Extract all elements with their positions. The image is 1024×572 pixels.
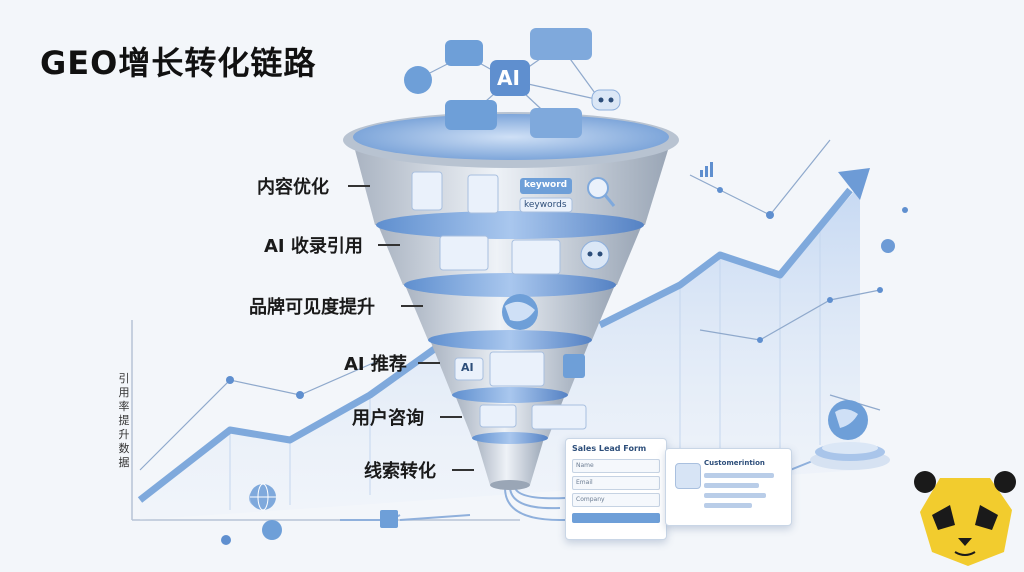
stage-label-user-inquiry: 用户咨询 [352, 408, 424, 429]
stage-connector [440, 416, 462, 418]
stage-label-ai-recommend: AI 推荐 [344, 354, 407, 375]
growth-line [137, 168, 870, 503]
ai-bubble-icon [490, 60, 530, 96]
stage-label-lead-conversion: 线索转化 [364, 461, 436, 482]
ai-bubble-text: AI [497, 66, 520, 90]
sales-lead-form: Sales Lead Form Name Email Company [565, 438, 667, 540]
chat-bubble-icons [404, 28, 592, 138]
form-title: Sales Lead Form [572, 444, 647, 453]
name-field: Name [572, 459, 660, 473]
stage4-icons [454, 351, 585, 387]
chart-axes [131, 320, 520, 521]
card-line [704, 493, 766, 498]
stage3-icons [502, 294, 538, 330]
panda-logo [914, 471, 1016, 566]
stage-label-brand-visibility: 品牌可见度提升 [249, 297, 375, 318]
stage-connector [348, 185, 370, 187]
card-line [704, 503, 752, 508]
stage-connector [378, 244, 400, 246]
stage-connector [418, 362, 440, 364]
stage2-icons [439, 235, 610, 275]
growth-arrow-head [838, 168, 870, 200]
stage5-icons [479, 404, 587, 430]
network-lines [139, 139, 881, 471]
card-line [704, 473, 774, 478]
avatar [675, 463, 701, 489]
cube-icon [380, 510, 398, 528]
diagram-title: GEO增长转化链路 [40, 44, 317, 82]
stage-label-content-optimization: 内容优化 [257, 177, 329, 198]
stage-label-ai-indexing: AI 收录引用 [264, 236, 363, 257]
robot-icon [591, 89, 621, 111]
customer-card: Customerintion [665, 448, 792, 526]
stage-connector [401, 305, 423, 307]
keywords-tag: keywords [524, 200, 567, 210]
globe-icon [250, 483, 276, 511]
card-line [704, 483, 759, 488]
company-field: Company [572, 493, 660, 507]
ai-recommend-tag: AI [461, 361, 474, 374]
y-axis-label: 引用率提升数据 [118, 372, 130, 469]
keyword-tag: keyword [524, 180, 568, 190]
stage1-icons [411, 171, 616, 214]
small-globe-icon [404, 66, 432, 94]
email-field: Email [572, 476, 660, 490]
stage-connector [452, 469, 474, 471]
globe-pedestal-icon [810, 400, 890, 470]
submit-button [572, 513, 660, 523]
bar-chart-icon [700, 162, 713, 177]
customer-card-title: Customerintion [704, 459, 765, 467]
